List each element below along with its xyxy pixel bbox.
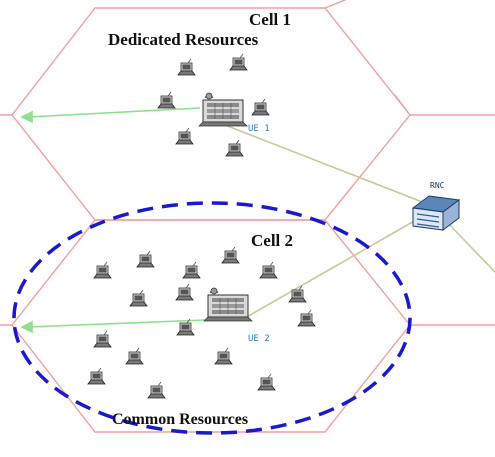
ue-2-label: UE 2	[248, 334, 270, 344]
base-station-icon	[198, 92, 248, 127]
laptop-icon	[225, 139, 244, 157]
hexagon-grid	[0, 0, 495, 433]
laptop-icon	[87, 367, 106, 385]
laptop-icon	[177, 58, 196, 76]
laptop-icon	[182, 261, 201, 279]
laptop-icon	[129, 289, 148, 307]
laptop-icon	[221, 246, 240, 264]
laptop-icon	[259, 261, 278, 279]
cell-1-subtitle: Dedicated Resources	[108, 30, 259, 49]
cell-2-title: Cell 2	[251, 231, 294, 250]
link-bs2-rnc	[244, 211, 431, 319]
laptop-icon	[229, 53, 248, 71]
cell-1-title: Cell 1	[249, 10, 292, 29]
laptop-icon	[214, 347, 233, 365]
laptop-icon	[93, 330, 112, 348]
base-station-icon	[203, 287, 253, 322]
laptop-icon	[147, 381, 166, 399]
common-resources-ellipse	[12, 201, 412, 435]
arrow-cell-2	[27, 319, 206, 328]
laptop-icon	[257, 373, 276, 391]
laptop-icon	[297, 309, 316, 327]
link-bs1-rnc	[224, 124, 431, 206]
laptop-icon	[251, 98, 270, 116]
arrow-cell-1	[27, 107, 201, 118]
neighbor-cell-edges	[324, 0, 495, 326]
laptop-icon	[175, 283, 194, 301]
laptop-icon	[93, 261, 112, 279]
rnc-label: RNC	[430, 181, 445, 190]
laptop-icon	[136, 250, 155, 268]
laptop-icon	[157, 91, 176, 109]
laptop-icon	[175, 127, 194, 145]
ue-1-label: UE 1	[248, 124, 270, 134]
laptop-icon	[125, 347, 144, 365]
cell-2-subtitle: Common Resources	[112, 411, 249, 428]
rnc-server-icon	[411, 195, 461, 231]
coverage-arrows	[20, 107, 206, 334]
